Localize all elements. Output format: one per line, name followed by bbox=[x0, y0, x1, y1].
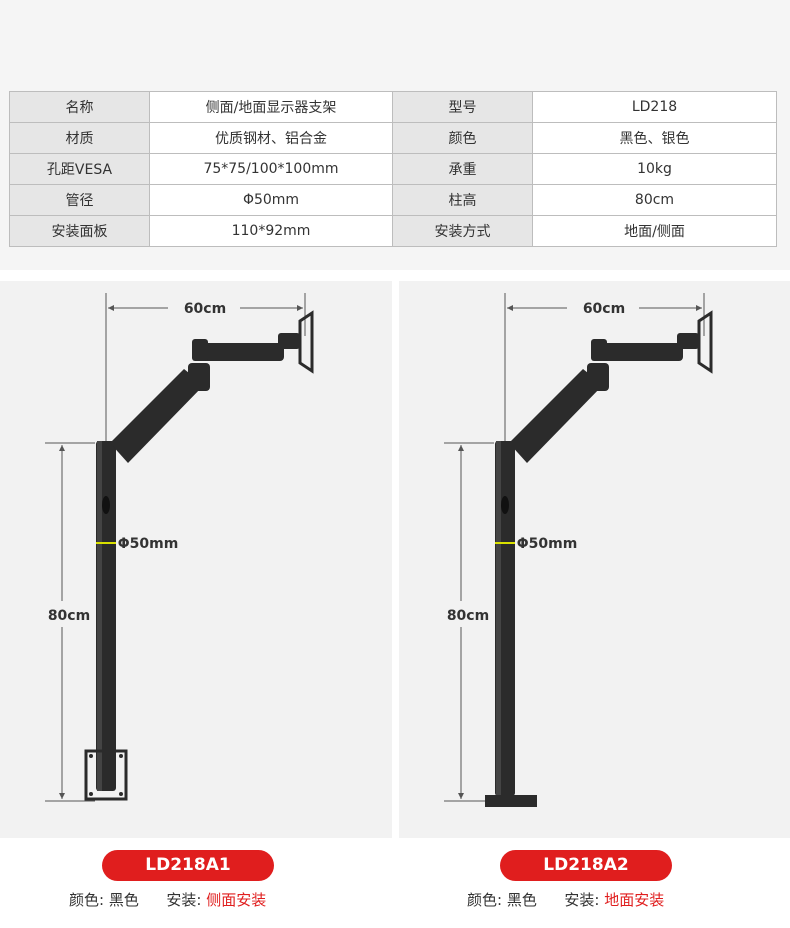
table-row: 名称 侧面/地面显示器支架 型号 LD218 bbox=[9, 91, 777, 123]
pole-diameter-label: Φ50mm bbox=[517, 536, 578, 552]
spec-value: 110*92mm bbox=[149, 215, 393, 247]
install-value: 地面安装 bbox=[604, 891, 665, 909]
color-value: 黑色 bbox=[506, 891, 537, 909]
spec-value: 80cm bbox=[532, 184, 777, 216]
product-caption-a2: 颜色: 黑色 安装: 地面安装 bbox=[467, 889, 664, 910]
monitor-arm bbox=[485, 310, 713, 807]
spec-key: 型号 bbox=[392, 91, 533, 123]
model-badge-a1: LD218A1 bbox=[102, 850, 274, 881]
pole-diameter-label: Φ50mm bbox=[118, 536, 179, 552]
spec-value: 黑色、银色 bbox=[532, 122, 777, 154]
spec-value: LD218 bbox=[532, 91, 777, 123]
height-dimension-label: 80cm bbox=[447, 608, 489, 624]
install-label: 安装: bbox=[166, 891, 202, 909]
height-dimension-label: 80cm bbox=[48, 608, 90, 624]
spec-value: 75*75/100*100mm bbox=[149, 153, 393, 185]
spec-table: 名称 侧面/地面显示器支架 型号 LD218 材质 优质钢材、铝合金 颜色 黑色… bbox=[9, 91, 777, 247]
install-label: 安装: bbox=[564, 891, 600, 909]
spec-key: 安装面板 bbox=[9, 215, 150, 247]
model-badge-a2: LD218A2 bbox=[500, 850, 672, 881]
spec-key: 管径 bbox=[9, 184, 150, 216]
width-dimension-label: 60cm bbox=[583, 301, 625, 317]
spec-value: 10kg bbox=[532, 153, 777, 185]
product-caption-a1: 颜色: 黑色 安装: 侧面安装 bbox=[69, 889, 266, 910]
color-label: 颜色: bbox=[69, 891, 105, 909]
spec-key: 承重 bbox=[392, 153, 533, 185]
width-dimension-label: 60cm bbox=[184, 301, 226, 317]
spec-key: 名称 bbox=[9, 91, 150, 123]
spec-key: 柱高 bbox=[392, 184, 533, 216]
color-value: 黑色 bbox=[108, 891, 139, 909]
color-label: 颜色: bbox=[467, 891, 503, 909]
dimension-lines bbox=[45, 293, 306, 802]
table-row: 安装面板 110*92mm 安装方式 地面/侧面 bbox=[9, 215, 777, 247]
monitor-arm bbox=[84, 310, 314, 801]
side-mount-illustration: 60cm 80cm Φ50mm bbox=[45, 293, 314, 802]
table-row: 孔距VESA 75*75/100*100mm 承重 10kg bbox=[9, 153, 777, 185]
spec-value: 地面/侧面 bbox=[532, 215, 777, 247]
table-row: 材质 优质钢材、铝合金 颜色 黑色、银色 bbox=[9, 122, 777, 154]
spec-value: Φ50mm bbox=[149, 184, 393, 216]
spec-key: 材质 bbox=[9, 122, 150, 154]
spec-key: 安装方式 bbox=[392, 215, 533, 247]
product-panel-side-mount: 60cm 80cm Φ50mm bbox=[0, 281, 392, 838]
table-row: 管径 Φ50mm 柱高 80cm bbox=[9, 184, 777, 216]
spec-key: 颜色 bbox=[392, 122, 533, 154]
spec-key: 孔距VESA bbox=[9, 153, 150, 185]
spec-value: 优质钢材、铝合金 bbox=[149, 122, 393, 154]
floor-mount-illustration: 60cm 80cm Φ50mm bbox=[444, 293, 713, 807]
install-value: 侧面安装 bbox=[206, 891, 267, 909]
spec-value: 侧面/地面显示器支架 bbox=[149, 91, 393, 123]
product-panel-floor-mount: 60cm 80cm Φ50mm bbox=[399, 281, 790, 838]
